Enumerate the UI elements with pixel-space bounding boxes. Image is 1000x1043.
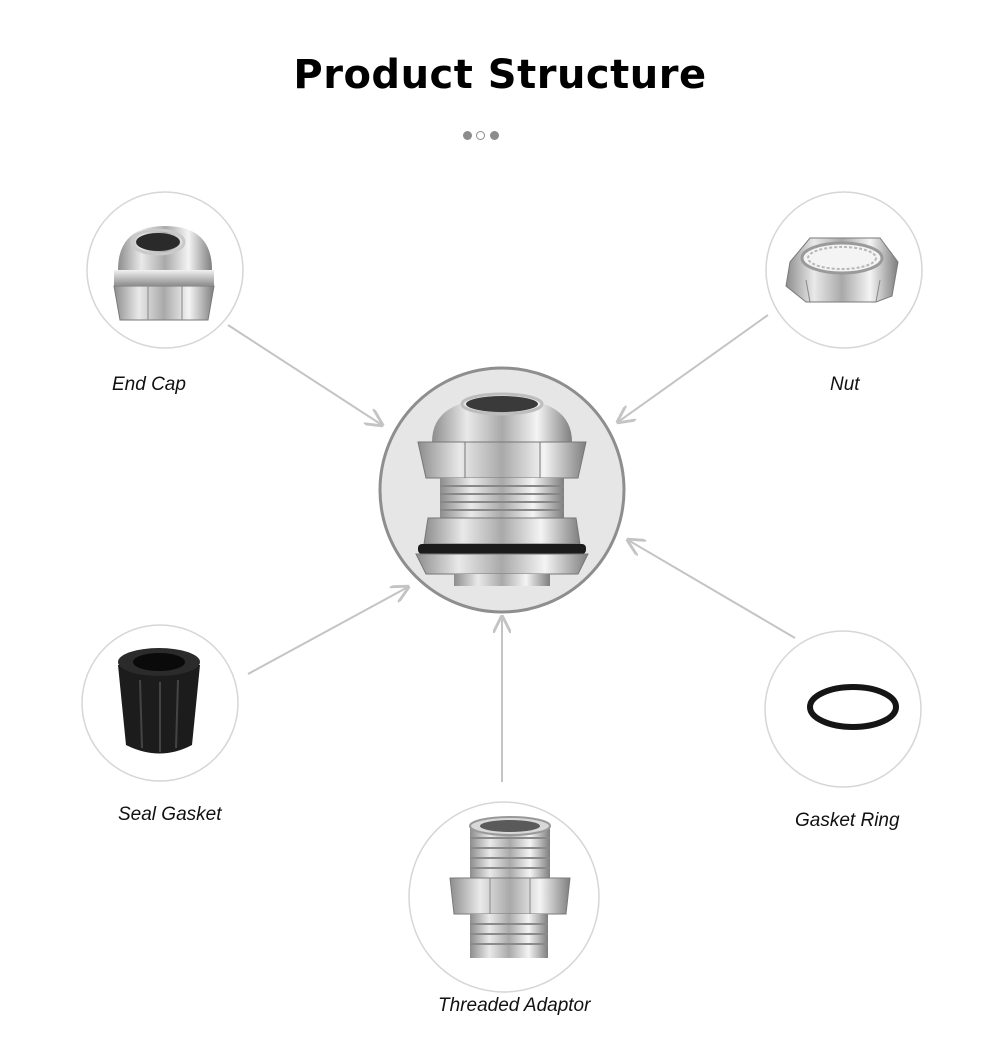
arrow-seal-gasket [247, 587, 408, 675]
gasket-ring-icon [807, 684, 899, 730]
seal-gasket-icon [118, 648, 200, 754]
label-nut: Nut [830, 374, 860, 395]
arrow-end-cap [227, 324, 382, 425]
connector-arrows [227, 314, 796, 782]
arrow-gasket-ring [628, 540, 796, 639]
cable-gland-icon [415, 392, 589, 586]
dot-2 [476, 131, 485, 140]
carousel-dots [463, 131, 543, 143]
label-threaded-adaptor: Threaded Adaptor [438, 995, 591, 1016]
nut-icon [785, 237, 899, 303]
arrow-nut [618, 314, 769, 422]
dot-1 [463, 131, 472, 140]
part-end-cap [86, 191, 244, 349]
part-nut [765, 191, 923, 349]
label-gasket-ring: Gasket Ring [795, 810, 900, 831]
page-title: Product Structure [293, 52, 707, 98]
end-cap-icon [113, 226, 215, 321]
dot-3 [490, 131, 499, 140]
label-seal-gasket: Seal Gasket [118, 804, 222, 825]
part-gasket-ring [764, 630, 922, 788]
part-seal-gasket [81, 624, 239, 782]
center-part [378, 366, 626, 614]
threaded-adaptor-icon [449, 816, 571, 958]
part-threaded-adaptor [408, 801, 600, 993]
label-end-cap: End Cap [112, 374, 186, 395]
